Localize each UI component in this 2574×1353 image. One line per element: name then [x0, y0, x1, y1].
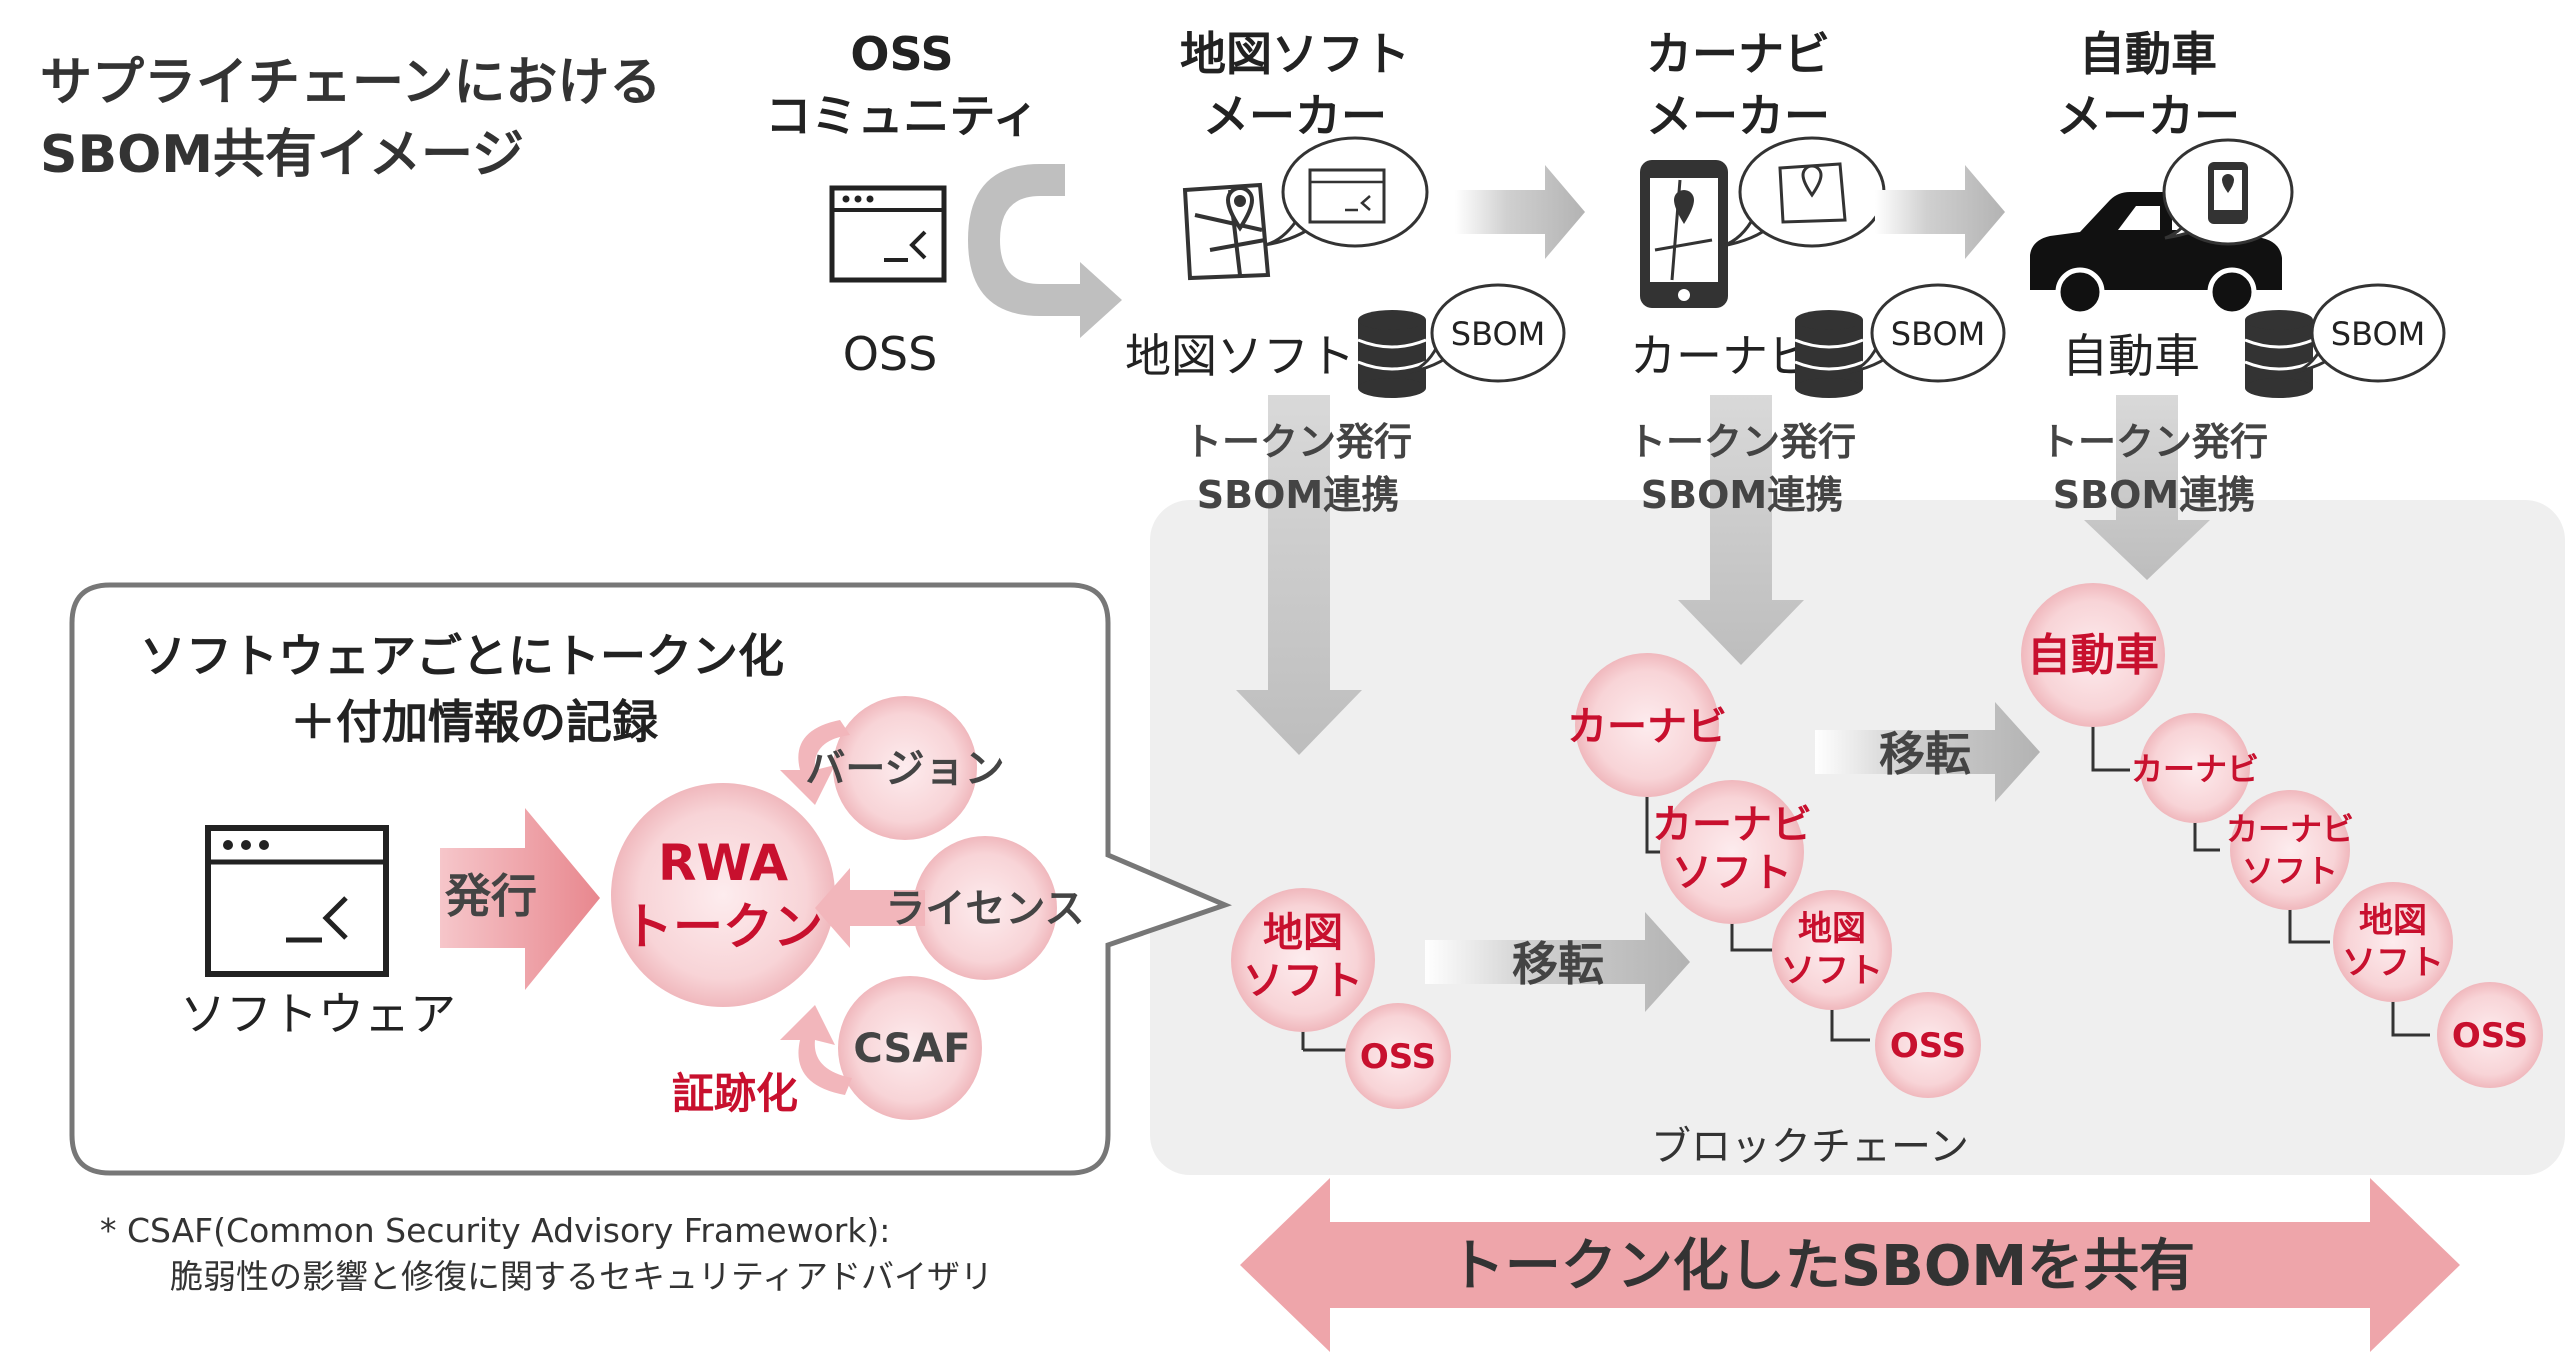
u-turn-arrow	[968, 164, 1122, 338]
issue-label: 発行	[445, 869, 537, 923]
map-token-issue-line2: SBOM連携	[1197, 473, 1399, 517]
car-database-icon	[2244, 310, 2314, 398]
navi-speech-bubble	[1721, 136, 1886, 248]
car-product-label: 自動車	[2062, 329, 2200, 383]
navi-tree-leaf1	[1772, 890, 1892, 1010]
license-token-circle	[913, 836, 1057, 980]
car-tree-l4-label: OSS	[2452, 1016, 2528, 1056]
navi-maker-header-line1: カーナビ	[1646, 27, 1830, 81]
navi-tree-leaf1-line2: ソフト	[1781, 951, 1883, 991]
map-icon	[1182, 182, 1271, 281]
license-arrow	[815, 868, 925, 948]
share-double-arrow	[1240, 1178, 2460, 1352]
navi-sbom-bubble	[1849, 283, 2006, 383]
oss-community-header-line1: OSS	[850, 27, 953, 81]
car-tree-l2-line1: カーナビ	[2226, 810, 2354, 848]
car-token-issue-line1: トークン発行	[2040, 420, 2268, 464]
map-sbom-bubble	[1409, 283, 1566, 383]
navi-tree-mid-line1: カーナビ	[1652, 802, 1812, 848]
navi-tree-leaf2	[1875, 992, 1981, 1098]
map-maker-header-line1: 地図ソフト	[1180, 27, 1410, 81]
car-tree-l3-line1: 地図	[2359, 901, 2427, 941]
map-tree-oss	[1345, 1003, 1451, 1109]
proof-label: 証跡化	[672, 1069, 798, 1118]
navi-tree-leaf1-line1: 地図	[1798, 909, 1866, 949]
oss-community-header-line2: コミュニティ	[765, 89, 1038, 143]
car-maker-header-line2: メーカー	[2056, 89, 2240, 143]
csaf-token-circle	[838, 976, 982, 1120]
callout-heading-line1: ソフトウェアごとにトークン化	[140, 629, 784, 683]
map-tree-root	[1231, 888, 1375, 1032]
map-database-icon	[1357, 310, 1427, 398]
navi-token-issue-line1: トークン発行	[1628, 420, 1856, 464]
map-token-down-arrow	[1236, 395, 1362, 755]
version-token-circle	[833, 696, 977, 840]
oss-window-icon	[829, 185, 947, 283]
navi-token-issue-line2: SBOM連携	[1641, 473, 1843, 517]
map-tree-oss-label: OSS	[1360, 1037, 1436, 1077]
car-maker-header-line1: 自動車	[2079, 27, 2217, 81]
navi-tree-root-label: カーナビ	[1567, 704, 1727, 750]
navi-to-car-arrow	[1875, 165, 2005, 259]
map-product-label: 地図ソフト	[1125, 329, 1355, 383]
map-speech-bubble	[1264, 136, 1429, 248]
car-tree-l4	[2437, 982, 2543, 1088]
navi-product-label: カーナビ	[1630, 329, 1814, 383]
transfer-arrow-1	[1425, 912, 1690, 1012]
license-label: ライセンス	[885, 886, 1084, 932]
rwa-token-line1: RWA	[658, 834, 788, 892]
map-token-issue-line1: トークン発行	[1184, 420, 1412, 464]
car-token-issue-line2: SBOM連携	[2053, 473, 2255, 517]
blockchain-label: ブロックチェーン	[1651, 1124, 1969, 1170]
map-sbom-text: SBOM	[1451, 315, 1546, 353]
oss-product-label: OSS	[843, 327, 938, 381]
callout-heading-line2: ＋付加情報の記録	[290, 695, 659, 749]
car-tree-root	[2021, 583, 2165, 727]
navi-device-icon	[1640, 160, 1728, 308]
footnote-line1: * CSAF(Common Security Advisory Framewor…	[100, 1211, 890, 1250]
car-tree-root-label: 自動車	[2027, 630, 2159, 681]
map-tree-root-line1: 地図	[1263, 910, 1343, 956]
transfer-arrow-2	[1815, 702, 2040, 802]
map-to-navi-arrow	[1455, 165, 1585, 259]
blockchain-panel	[1150, 500, 2565, 1175]
car-sbom-bubble	[2294, 283, 2446, 383]
navi-sbom-text: SBOM	[1891, 315, 1986, 353]
navi-database-icon	[1794, 310, 1864, 398]
version-curve-arrow	[780, 720, 850, 805]
csaf-label: CSAF	[853, 1026, 970, 1072]
software-label: ソフトウェア	[180, 987, 456, 1041]
navi-maker-header-line2: メーカー	[1646, 89, 1830, 143]
software-window-icon	[205, 825, 389, 977]
car-tree-l1	[2140, 713, 2250, 823]
footnote-line2: 脆弱性の影響と修復に関するセキュリティアドバイザリ	[170, 1257, 993, 1296]
page-title-line1: サプライチェーンにおける	[40, 53, 661, 113]
version-label: バージョン	[805, 746, 1004, 792]
car-tree-l3	[2333, 882, 2453, 1002]
map-tree-root-line2: ソフト	[1243, 958, 1363, 1004]
rwa-token-circle	[611, 783, 835, 1007]
car-tree-l2	[2230, 790, 2350, 910]
navi-token-down-arrow	[1678, 395, 1804, 665]
csaf-curve-arrow	[780, 1005, 852, 1095]
car-token-down-arrow	[2084, 395, 2210, 580]
page-title-line2: SBOM共有イメージ	[40, 125, 524, 185]
issue-arrow	[440, 808, 600, 990]
navi-tree-mid	[1660, 780, 1804, 924]
rwa-token-line2: トークン	[623, 898, 823, 956]
car-sbom-text: SBOM	[2331, 315, 2426, 353]
car-tree-l3-line2: ソフト	[2342, 943, 2444, 983]
share-label: トークン化したSBOMを共有	[1449, 1234, 2195, 1299]
car-speech-bubble	[2162, 138, 2294, 246]
map-maker-header-line2: メーカー	[1203, 89, 1387, 143]
navi-tree-mid-line2: ソフト	[1672, 850, 1792, 896]
car-tree-l1-label: カーナビ	[2131, 750, 2259, 788]
car-tree-l2-line2: ソフト	[2242, 852, 2338, 890]
transfer-label-2: 移転	[1879, 727, 1971, 781]
transfer-label-1: 移転	[1512, 937, 1604, 991]
navi-tree-root	[1575, 653, 1719, 797]
navi-tree-leaf2-label: OSS	[1890, 1026, 1966, 1066]
